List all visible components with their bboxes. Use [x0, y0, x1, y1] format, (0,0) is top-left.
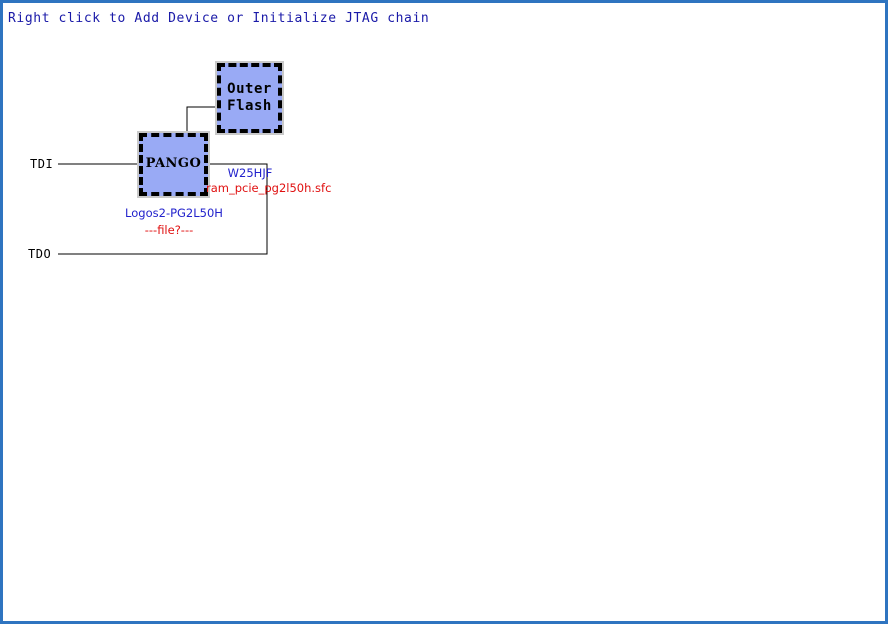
- wire-layer: [58, 106, 268, 255]
- device-flash-label: Outer Flash: [227, 80, 272, 115]
- device-block-fpga[interactable]: PANGO: [139, 133, 208, 196]
- hint-text: Right click to Add Device or Initialize …: [8, 11, 430, 26]
- device-flash-part-label: W25HJF: [227, 166, 273, 180]
- device-flash-file-label[interactable]: ram_pcie_pg2l50h.sfc: [206, 181, 332, 195]
- hint-bar: Right click to Add Device or Initialize …: [3, 3, 885, 35]
- wire-fpga-to-tdo: [58, 163, 268, 255]
- schematic-canvas[interactable]: TDI TDO Outer Flash W25HJF ram_pcie_pg2l…: [3, 35, 885, 621]
- device-block-flash[interactable]: Outer Flash: [217, 63, 282, 133]
- tdo-port-label: TDO: [28, 247, 52, 261]
- device-fpga-part-label: Logos2-PG2L50H: [125, 206, 223, 220]
- device-fpga-label: PANGO: [145, 156, 202, 172]
- tdi-port-label: TDI: [30, 157, 54, 171]
- device-fpga-file-label[interactable]: ---file?---: [144, 223, 194, 237]
